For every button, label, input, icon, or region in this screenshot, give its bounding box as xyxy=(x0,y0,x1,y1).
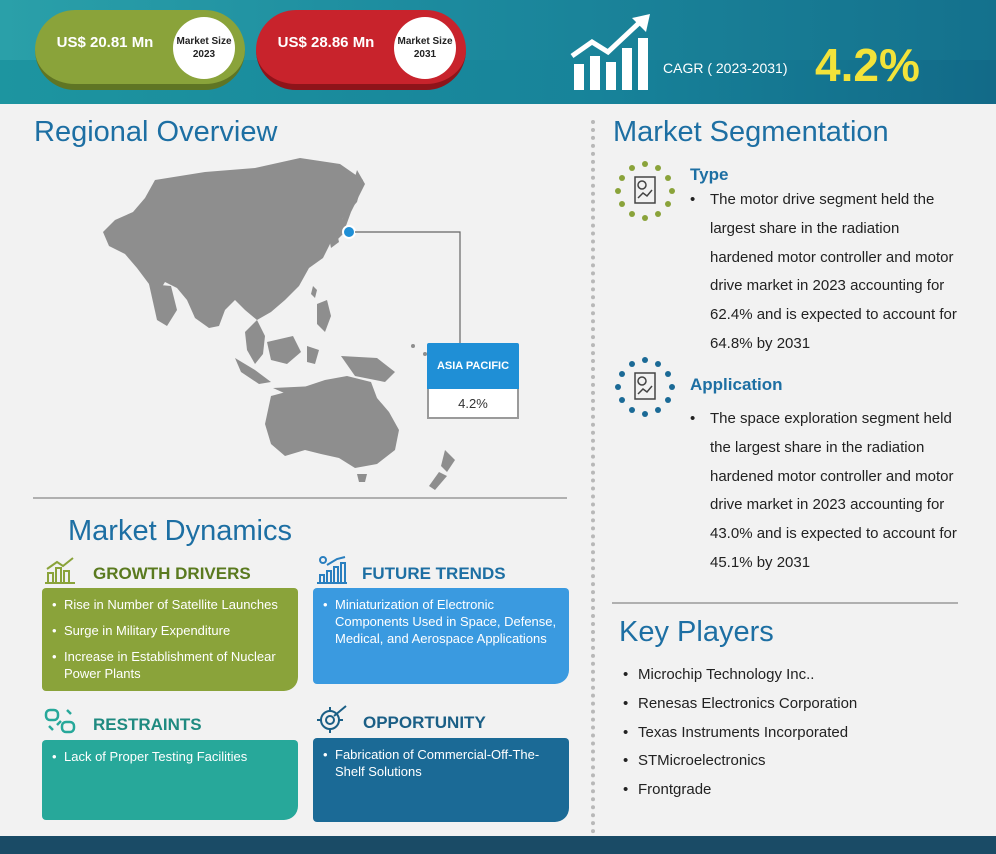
list-item: Increase in Establishment of Nuclear Pow… xyxy=(52,648,288,682)
type-description: • The motor drive segment held the large… xyxy=(690,186,980,359)
text-line: the largest share in the radiation xyxy=(710,438,925,456)
cagr-value: 4.2% xyxy=(815,39,920,91)
text-line: 43.0% and is expected to account for xyxy=(710,525,957,543)
text-line: drive market in 2023 accounting for xyxy=(710,277,945,295)
application-description: • The space exploration segment held the… xyxy=(690,405,980,578)
market-dynamics-title: Market Dynamics xyxy=(68,515,292,547)
list-item: Lack of Proper Testing Facilities xyxy=(52,748,288,765)
growth-drivers-heading: GROWTH DRIVERS xyxy=(93,564,251,583)
list-item: Rise in Number of Satellite Launches xyxy=(52,596,288,613)
asia-pacific-callout: ASIA PACIFIC 4.2% xyxy=(427,343,519,419)
market-size-2023-label: Market Size 2023 xyxy=(173,17,235,79)
market-segmentation-title: Market Segmentation xyxy=(613,116,889,148)
text-line: 45.1% by 2031 xyxy=(710,553,811,571)
document-chart-icon xyxy=(615,161,675,221)
list-item: STMicroelectronics xyxy=(623,750,857,779)
text-line: The motor drive segment held the xyxy=(710,191,935,208)
future-trends-heading: FUTURE TRENDS xyxy=(362,564,506,583)
market-size-2031-label: Market Size 2031 xyxy=(394,17,456,79)
list-item: Miniaturization of Electronic Components… xyxy=(323,596,559,647)
segmentation-divider xyxy=(612,602,958,604)
trend-chart-icon xyxy=(317,556,347,584)
restraints-heading: RESTRAINTS xyxy=(93,715,202,734)
header-banner: US$ 20.81 Mn Market Size 2023 US$ 28.86 … xyxy=(0,0,996,104)
text-line: hardened motor controller and motor xyxy=(710,467,954,485)
region-name: ASIA PACIFIC xyxy=(427,343,519,389)
document-chart-icon xyxy=(615,357,675,417)
market-size-2023-value: US$ 20.81 Mn xyxy=(56,34,154,51)
list-item: Texas Instruments Incorporated xyxy=(623,722,857,751)
application-heading: Application xyxy=(690,375,783,394)
growth-drivers-card: Rise in Number of Satellite Launches Sur… xyxy=(42,588,298,691)
bar-chart-icon xyxy=(45,557,75,584)
market-size-2023-pill: US$ 20.81 Mn Market Size 2023 xyxy=(35,10,245,90)
market-size-2031-value: US$ 28.86 Mn xyxy=(277,34,375,51)
text-line: drive market in 2023 accounting for xyxy=(710,496,945,514)
footer-bar xyxy=(0,836,996,854)
list-item: Renesas Electronics Corporation xyxy=(623,693,857,722)
cagr-label: CAGR ( 2023-2031) xyxy=(663,60,788,76)
asia-pacific-map xyxy=(103,158,461,490)
opportunity-heading: OPPORTUNITY xyxy=(363,713,486,732)
gear-target-icon xyxy=(317,705,347,733)
list-item: Fabrication of Commercial-Off-The-Shelf … xyxy=(323,746,559,780)
text-line: 64.8% by 2031 xyxy=(710,334,811,352)
column-divider xyxy=(591,120,595,842)
text-line: hardened motor controller and motor xyxy=(710,248,954,266)
restraints-card: Lack of Proper Testing Facilities xyxy=(42,740,298,820)
text-line: 62.4% and is expected to account for xyxy=(710,306,957,324)
list-item: Frontgrade xyxy=(623,779,857,808)
regional-divider xyxy=(33,497,567,499)
regional-overview-title: Regional Overview xyxy=(34,116,278,148)
key-players-list: Microchip Technology Inc.. Renesas Elect… xyxy=(623,664,857,808)
broken-chain-icon xyxy=(44,708,76,734)
text-line: The space exploration segment held xyxy=(710,410,952,427)
text-line: largest share in the radiation xyxy=(710,219,900,237)
list-item: Microchip Technology Inc.. xyxy=(623,664,857,693)
type-heading: Type xyxy=(690,165,729,184)
future-trends-card: Miniaturization of Electronic Components… xyxy=(313,588,569,684)
market-size-2031-pill: US$ 28.86 Mn Market Size 2031 xyxy=(256,10,466,90)
key-players-title: Key Players xyxy=(619,616,774,648)
region-value: 4.2% xyxy=(427,389,519,419)
opportunity-card: Fabrication of Commercial-Off-The-Shelf … xyxy=(313,738,569,822)
growth-chart-icon xyxy=(570,14,650,90)
list-item: Surge in Military Expenditure xyxy=(52,622,288,639)
